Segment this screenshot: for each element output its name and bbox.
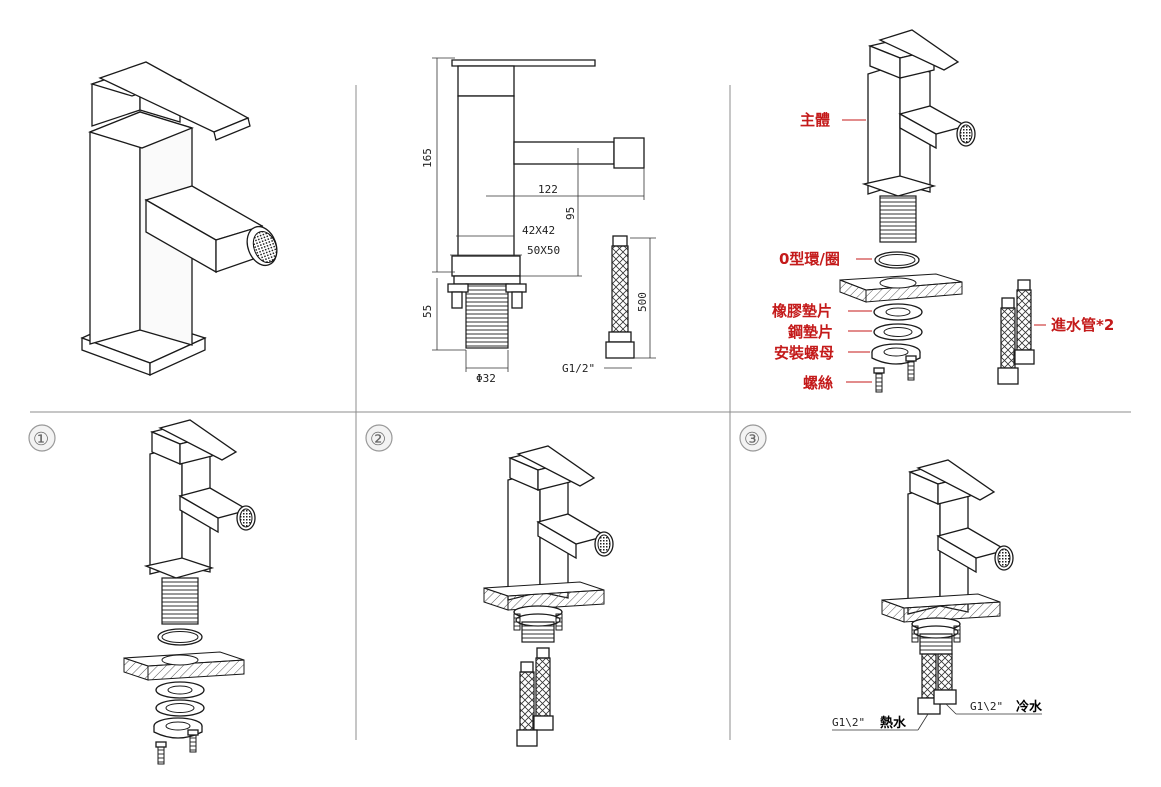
- step-3-drawing: [832, 459, 1042, 731]
- hose-dimension-view: [604, 235, 656, 369]
- cold-thread-label: G1\2": [970, 700, 1003, 713]
- label-screws: 螺絲: [803, 374, 833, 392]
- label-steel-gasket: 鋼墊片: [787, 323, 833, 341]
- step-2-drawing: [483, 445, 614, 747]
- dim-shank-diameter: Φ32: [476, 372, 496, 385]
- exploded-parts-view: [839, 29, 1046, 393]
- hot-thread-label: G1\2": [832, 716, 865, 729]
- step-2-badge: ②: [365, 424, 393, 452]
- dimension-drawing: [432, 57, 645, 372]
- step-1-number: ①: [33, 429, 49, 450]
- label-rubber-gasket: 橡膠墊片: [772, 302, 832, 320]
- dim-spout-122: 122: [538, 183, 558, 196]
- step-3-number: ③: [744, 429, 760, 450]
- dim-height-165: 165: [421, 148, 434, 168]
- label-mounting-nut: 安裝螺母: [774, 344, 834, 362]
- step-1-drawing: [123, 419, 256, 765]
- label-o-ring: 0型環/圈: [779, 250, 840, 268]
- dim-body-42x42: 42X42: [522, 224, 555, 237]
- step-2-number: ②: [370, 429, 386, 450]
- dim-shank-55: 55: [421, 305, 434, 318]
- dim-base-50x50: 50X50: [527, 244, 560, 257]
- step-3-badge: ③: [739, 424, 767, 452]
- dim-spout-height-95: 95: [564, 207, 577, 220]
- dim-hose-500: 500: [636, 292, 649, 312]
- dim-hose-thread: G1/2": [562, 362, 595, 375]
- hot-water-label: 熱水: [880, 715, 907, 731]
- step-1-badge: ①: [28, 424, 56, 452]
- label-body: 主體: [800, 111, 830, 129]
- cold-water-label: 冷水: [1016, 699, 1043, 715]
- faucet-isometric-view: [80, 61, 278, 377]
- label-inlet-hoses: 進水管*2: [1051, 316, 1114, 334]
